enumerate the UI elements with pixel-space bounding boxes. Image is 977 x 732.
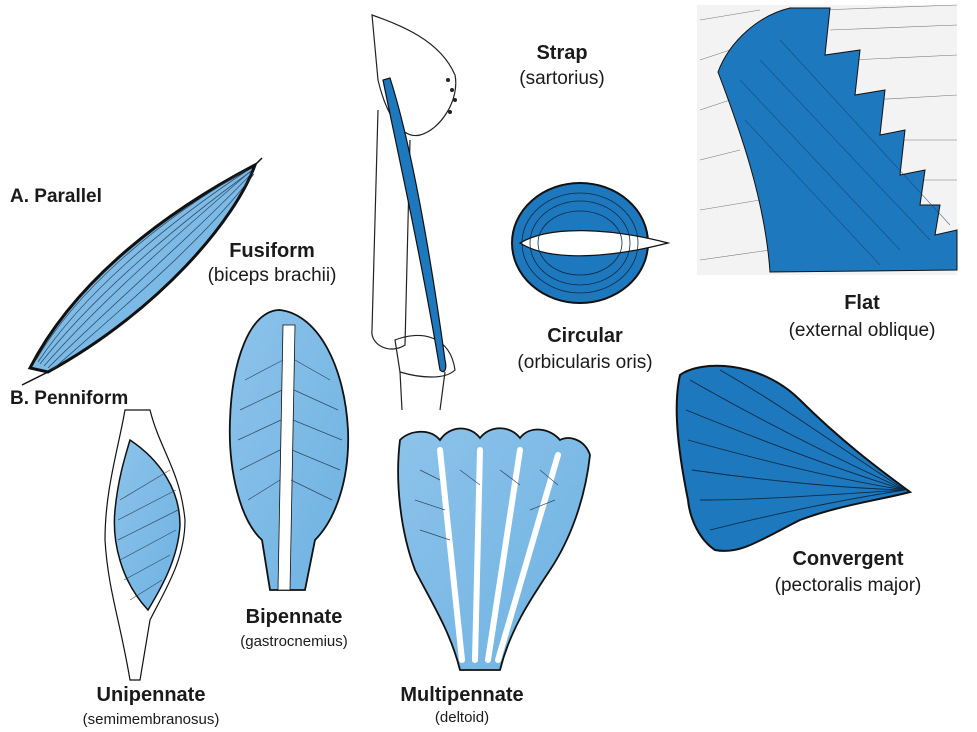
strap-example: (sartorius) [519,68,605,90]
multipennate-muscle-illustration [398,428,590,670]
flat-label: Flat [844,292,880,315]
bipennate-muscle-illustration [230,310,348,590]
multipennate-label: Multipennate [400,684,523,707]
fusiform-label: Fusiform [229,240,315,263]
bipennate-example: (gastrocnemius) [240,633,348,650]
flat-example: (external oblique) [789,320,936,342]
strap-muscle-illustration [372,15,457,410]
circular-label: Circular [547,325,623,348]
convergent-label: Convergent [792,548,903,571]
convergent-muscle-illustration [677,366,910,551]
convergent-example: (pectoralis major) [775,575,922,597]
circular-muscle-illustration [512,183,668,303]
strap-label: Strap [536,42,587,65]
bipennate-label: Bipennate [246,606,343,629]
unipennate-label: Unipennate [97,684,206,707]
circular-example: (orbicularis oris) [517,352,652,374]
section-heading-penniform: B. Penniform [10,388,128,410]
flat-muscle-illustration [697,5,957,275]
section-heading-parallel: A. Parallel [10,186,102,208]
fusiform-example: (biceps brachii) [208,265,337,287]
multipennate-example: (deltoid) [435,709,489,726]
unipennate-muscle-illustration [105,410,185,680]
unipennate-example: (semimembranosus) [83,711,220,728]
